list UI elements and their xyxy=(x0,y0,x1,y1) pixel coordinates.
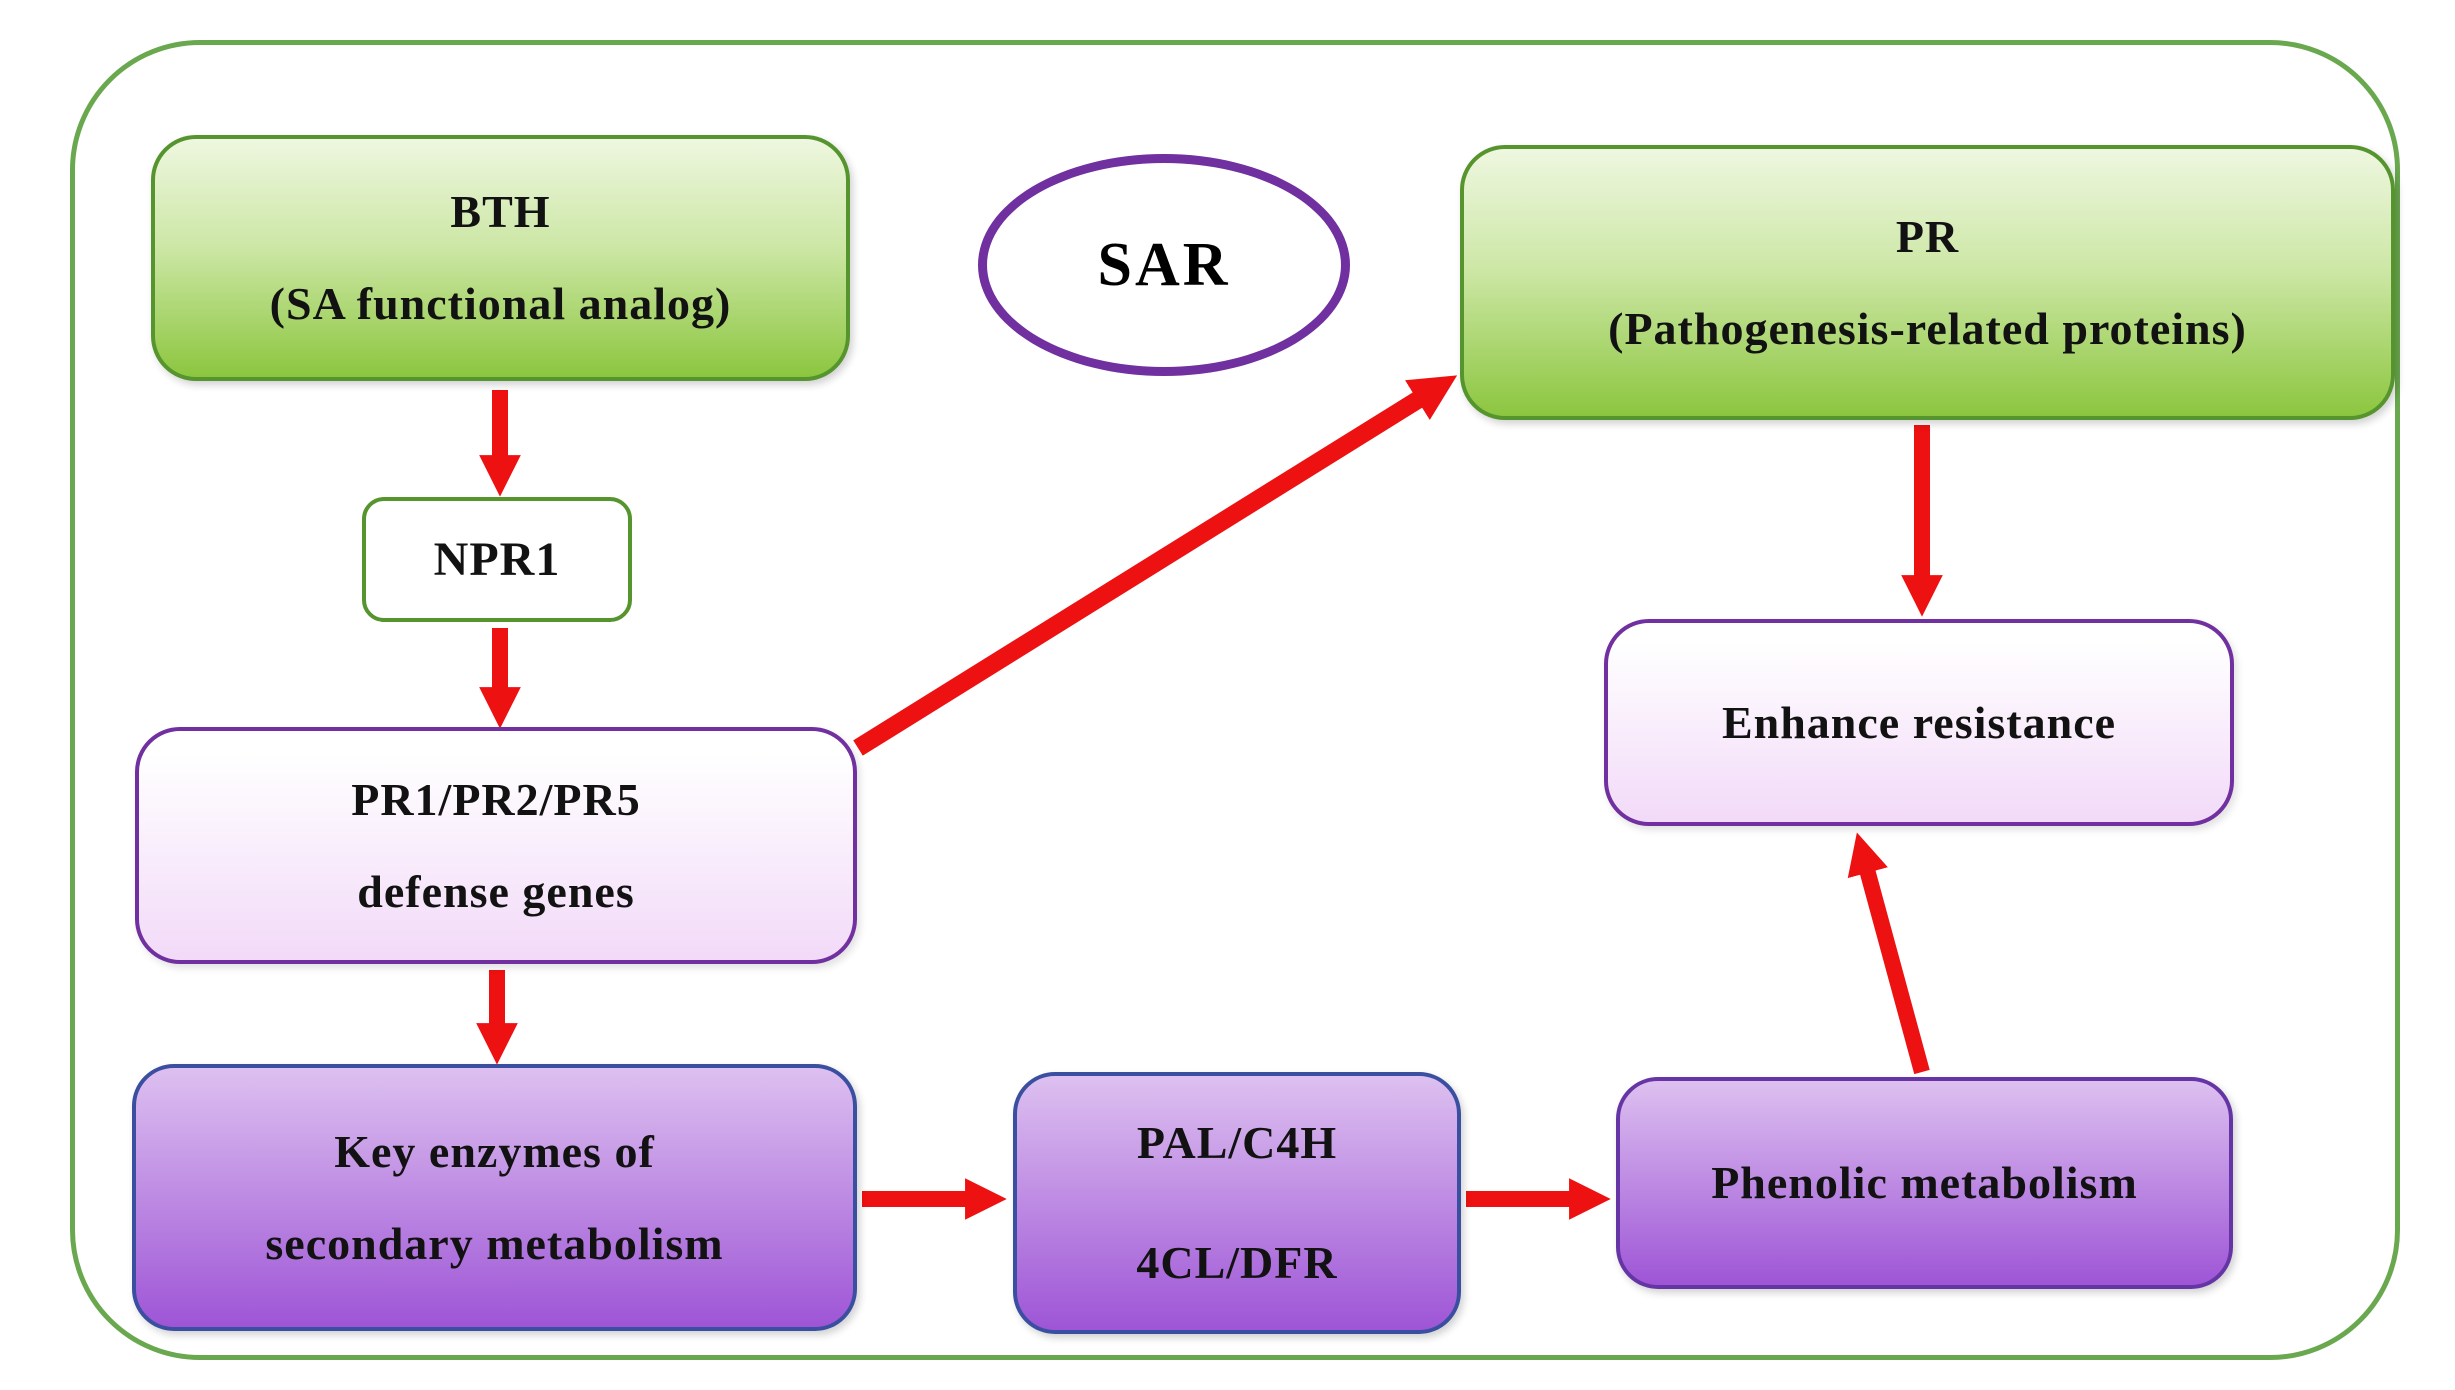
arrow-defense-to-pr xyxy=(853,375,1458,756)
node-bth-line2: (SA functional analog) xyxy=(269,278,732,329)
sar-ellipse: SAR xyxy=(978,154,1350,376)
node-npr1: NPR1 xyxy=(362,497,632,622)
node-key-enzymes: Key enzymes of secondary metabolism xyxy=(132,1064,857,1331)
node-pal-genes-line1: PAL/C4H xyxy=(1136,1117,1338,1169)
node-pal-genes-line2: 4CL/DFR xyxy=(1136,1237,1338,1288)
sar-label: SAR xyxy=(1097,230,1231,299)
node-phenolic-metabolism: Phenolic metabolism xyxy=(1616,1077,2233,1289)
node-bth-line1: BTH xyxy=(450,186,551,237)
node-pal-genes: PAL/C4H 4CL/DFR xyxy=(1013,1072,1461,1334)
node-pr: PR (Pathogenesis-related proteins) xyxy=(1460,145,2395,420)
arrow-phenolic-to-enhance xyxy=(1847,832,1930,1075)
node-bth: BTH (SA functional analog) xyxy=(151,135,850,381)
node-phenolic-metabolism-label: Phenolic metabolism xyxy=(1711,1157,2138,1208)
figure-outer-border xyxy=(70,40,2400,1360)
node-key-enzymes-line1: Key enzymes of xyxy=(334,1125,655,1177)
node-npr1-label: NPR1 xyxy=(433,532,561,586)
node-enhance-resistance: Enhance resistance xyxy=(1604,619,2234,826)
node-pr-line1: PR xyxy=(1895,210,1960,262)
node-enhance-resistance-label: Enhance resistance xyxy=(1721,696,2117,748)
node-pr-line2: (Pathogenesis-related proteins) xyxy=(1608,302,2247,354)
node-defense-genes-line2: defense genes xyxy=(357,865,635,917)
node-defense-genes: PR1/PR2/PR5 defense genes xyxy=(135,727,857,964)
node-defense-genes-line1: PR1/PR2/PR5 xyxy=(351,773,641,825)
node-key-enzymes-line2: secondary metabolism xyxy=(265,1217,724,1269)
